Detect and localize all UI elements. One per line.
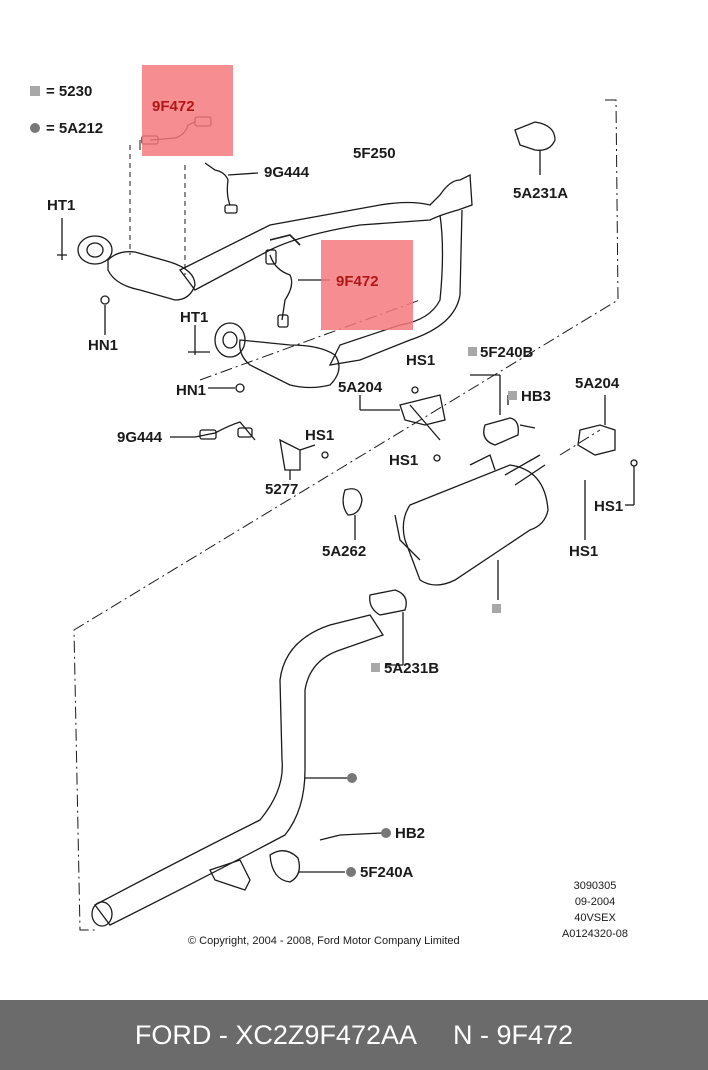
label-5F240A: 5F240A: [360, 864, 414, 881]
legend-circle-label: = 5A212: [46, 120, 104, 137]
flange-lower: [214, 322, 246, 358]
label-HT1-upper: HT1: [47, 197, 76, 214]
label-9F472-upper: 9F472: [152, 98, 195, 115]
label-9G444-upper: 9G444: [264, 164, 310, 181]
clamp-5277: [279, 438, 301, 471]
o2-sensor-9G444-upper: [204, 162, 231, 206]
cat-converter-upper: [107, 251, 196, 301]
label-HN1-upper: HN1: [88, 337, 119, 354]
shield-5A231A: [514, 121, 556, 151]
label-HS1-d: HS1: [594, 498, 624, 515]
label-5A231A: 5A231A: [513, 185, 569, 202]
label-HT1-lower: HT1: [180, 309, 209, 326]
label-5277: 5277: [265, 481, 299, 498]
label-9G444-lower: 9G444: [117, 429, 163, 446]
bracket-5F240A: [209, 859, 251, 891]
label-5F250: 5F250: [353, 145, 396, 162]
flange-upper: [77, 235, 113, 265]
meta-line-2: 09-2004: [574, 896, 616, 908]
boundary-outline: [73, 99, 619, 931]
label-5A262: 5A262: [322, 543, 367, 560]
hanger-5A204-left: [399, 394, 446, 426]
o2-sensor-9G444-lower: [194, 421, 256, 441]
label-HS1-a: HS1: [406, 352, 436, 369]
label-5F240B: 5F240B: [480, 344, 534, 361]
label-9F472-lower: 9F472: [336, 273, 379, 290]
cat-converter-lower: [239, 339, 340, 389]
insulator-5F240B: [483, 417, 519, 446]
ypipe-lower-tube: [328, 209, 463, 366]
label-5A204-right: 5A204: [575, 375, 620, 392]
label-HB2: HB2: [395, 825, 426, 842]
label-5A231B: 5A231B: [384, 660, 440, 677]
shield-5A231B: [369, 589, 407, 616]
label-HS1-e: HS1: [569, 543, 599, 560]
exhaust-system-diagram: = 5230 = 5A212 9F472 9F472 9G444 9G444 5…: [30, 65, 638, 947]
boundary-right-lower: [559, 429, 601, 456]
meta-line-1: 3090305: [573, 880, 617, 892]
meta-line-4: A0124320-08: [561, 928, 629, 940]
o2-sensor-lower-wire: [269, 254, 293, 321]
copyright-text: © Copyright, 2004 - 2008, Ford Motor Com…: [188, 935, 460, 947]
highlight-9F472-lower: [321, 240, 413, 330]
meta-line-3: 40VSEX: [574, 912, 616, 924]
footer-text: FORD - XC2Z9F472AA N - 9F472: [134, 1019, 574, 1050]
boundary-inner: [199, 299, 421, 381]
insulator-5A262: [342, 488, 363, 516]
ypipe-upper-tube: [179, 173, 473, 291]
label-HS1-b: HS1: [305, 427, 335, 444]
footer-bar: FORD - XC2Z9F472AA N - 9F472: [0, 1000, 708, 1070]
insulator-5F240A: [269, 850, 301, 883]
tailpipe: [94, 614, 384, 926]
label-HB3: HB3: [521, 388, 552, 405]
legend-square-label: = 5230: [46, 83, 93, 100]
label-HS1-c: HS1: [389, 452, 419, 469]
label-HN1-lower: HN1: [176, 382, 207, 399]
muffler: [402, 464, 549, 586]
highlight-9F472-upper: [142, 65, 233, 156]
label-5A204-left: 5A204: [338, 379, 383, 396]
diagram-drawing: [30, 86, 638, 931]
hanger-5A204-right: [577, 424, 616, 456]
